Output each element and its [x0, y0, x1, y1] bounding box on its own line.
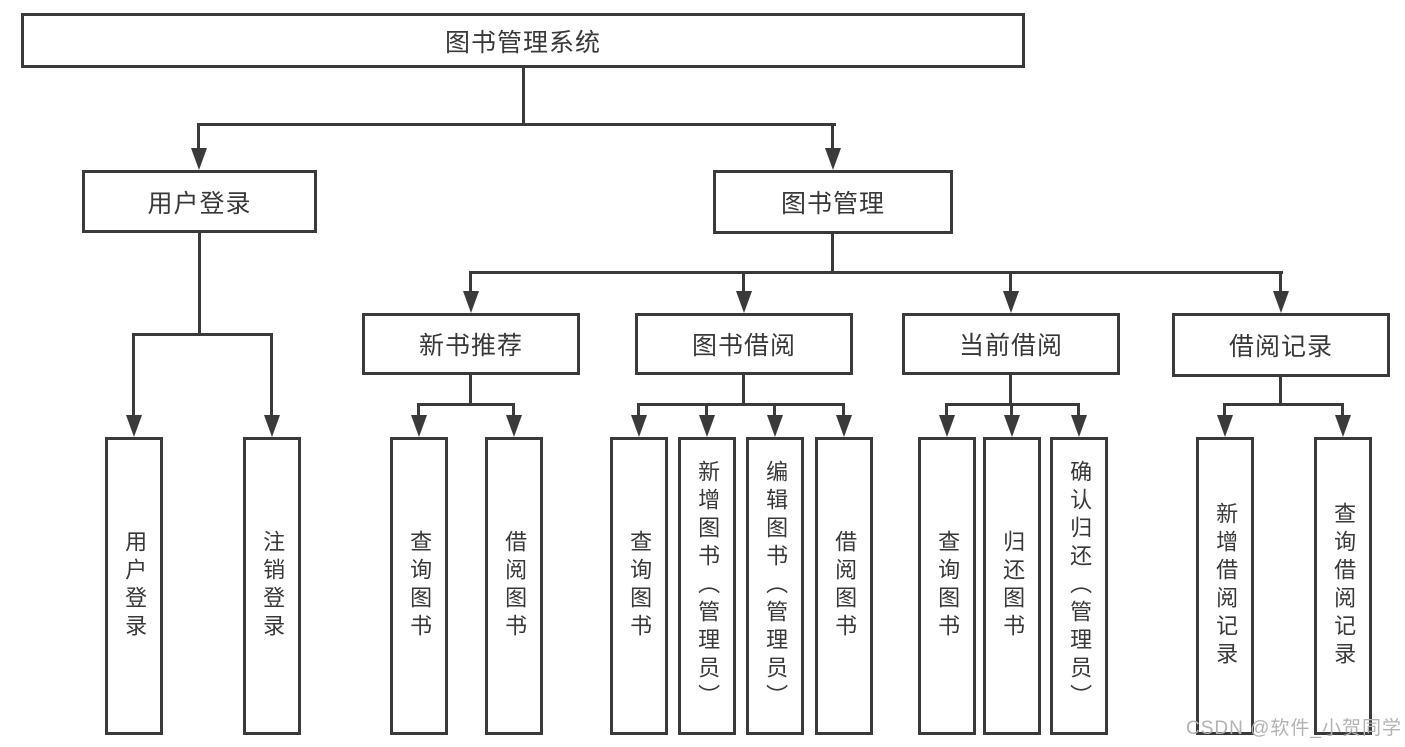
connector-userlogin-rail — [132, 333, 273, 336]
connector-borrow-trunk — [742, 375, 745, 406]
connector-userlogin-trunk — [198, 233, 201, 336]
arrow-down-icon — [506, 415, 522, 437]
node-user-login-label: 用户登录 — [147, 189, 252, 218]
connector-recommend-trunk — [469, 375, 472, 406]
node-borrow-records-label: 借阅记录 — [1228, 333, 1333, 361]
arrow-down-icon — [1004, 415, 1020, 437]
connector-bookmgmt-drop-2 — [742, 271, 745, 293]
connector-userlogin-drop-1 — [132, 333, 135, 417]
arrow-down-icon — [767, 415, 783, 437]
leaf-logout: 注销登录 — [243, 437, 301, 735]
connector-recommend-drop-1 — [417, 403, 420, 417]
leaf-records-add-record-label: 新增借阅记录 — [1213, 502, 1239, 670]
connector-root-rail — [197, 123, 836, 126]
connector-bookmgmt-rail — [469, 271, 1283, 274]
arrow-down-icon — [411, 415, 427, 437]
node-new-book-recommend-label: 新书推荐 — [418, 332, 523, 360]
leaf-recommend-borrow-books: 借阅图书 — [485, 437, 543, 735]
leaf-current-query-books: 查询图书 — [918, 437, 976, 735]
arrow-down-icon — [736, 291, 752, 313]
leaf-borrow-query-books: 查询图书 — [610, 437, 668, 735]
arrow-down-icon — [264, 415, 280, 437]
connector-root-trunk — [522, 68, 525, 126]
node-user-login: 用户登录 — [82, 170, 317, 233]
node-book-borrow-label: 图书借阅 — [691, 332, 796, 360]
leaf-records-query-record: 查询借阅记录 — [1314, 437, 1372, 735]
leaf-borrow-query-books-label: 查询图书 — [627, 530, 653, 642]
leaf-user-login: 用户登录 — [105, 437, 163, 735]
leaf-current-query-books-label: 查询图书 — [935, 530, 961, 642]
node-book-management-label: 图书管理 — [780, 190, 885, 218]
arrow-down-icon — [126, 415, 142, 437]
connector-userlogin-drop-2 — [270, 333, 273, 417]
leaf-recommend-query-books-label: 查询图书 — [407, 530, 433, 642]
connector-root-drop-left — [197, 123, 200, 150]
connector-borrow-drop-1 — [637, 403, 640, 417]
node-new-book-recommend: 新书推荐 — [362, 313, 580, 375]
node-library-system-label: 图书管理系统 — [444, 28, 601, 57]
arrow-down-icon — [836, 415, 852, 437]
connector-current-drop-3 — [1077, 403, 1080, 417]
connector-records-drop-1 — [1223, 403, 1226, 417]
connector-bookmgmt-drop-1 — [469, 271, 472, 293]
arrow-down-icon — [939, 415, 955, 437]
connector-current-drop-1 — [945, 403, 948, 417]
leaf-current-confirm-return-admin: 确认归还（管理员） — [1050, 437, 1108, 735]
node-current-borrow-label: 当前借阅 — [958, 332, 1063, 360]
connector-borrow-rail — [637, 403, 845, 406]
connector-recommend-drop-2 — [512, 403, 515, 417]
connector-borrow-drop-2 — [705, 403, 708, 417]
arrow-down-icon — [1003, 291, 1019, 313]
node-borrow-records: 借阅记录 — [1172, 313, 1390, 377]
leaf-recommend-borrow-books-label: 借阅图书 — [502, 530, 528, 642]
leaf-records-query-record-label: 查询借阅记录 — [1331, 502, 1357, 670]
connector-bookmgmt-trunk — [831, 234, 834, 274]
leaf-user-login-label: 用户登录 — [122, 530, 148, 642]
arrow-down-icon — [463, 291, 479, 313]
connector-bookmgmt-drop-3 — [1009, 271, 1012, 293]
node-book-borrow: 图书借阅 — [635, 313, 853, 375]
arrow-down-icon — [1071, 415, 1087, 437]
leaf-current-return-books: 归还图书 — [983, 437, 1041, 735]
connector-borrow-drop-4 — [842, 403, 845, 417]
connector-records-drop-2 — [1341, 403, 1344, 417]
leaf-borrow-borrow-books-label: 借阅图书 — [832, 530, 858, 642]
arrow-down-icon — [1273, 291, 1289, 313]
arrow-down-icon — [191, 148, 207, 170]
connector-current-trunk — [1009, 375, 1012, 406]
connector-root-drop-right — [831, 123, 834, 150]
leaf-borrow-edit-books-admin: 编辑图书（管理员） — [746, 437, 804, 735]
connector-recommend-rail — [417, 403, 515, 406]
leaf-borrow-borrow-books: 借阅图书 — [815, 437, 873, 735]
leaf-recommend-query-books: 查询图书 — [390, 437, 448, 735]
watermark: CSDN @软件_小贺同学 — [1186, 718, 1402, 739]
leaf-logout-label: 注销登录 — [260, 530, 286, 642]
arrow-down-icon — [1217, 415, 1233, 437]
leaf-borrow-edit-books-admin-label: 编辑图书（管理员） — [763, 460, 789, 712]
leaf-borrow-add-books-admin: 新增图书（管理员） — [678, 437, 736, 735]
arrow-down-icon — [699, 415, 715, 437]
connector-records-rail — [1223, 403, 1344, 406]
leaf-borrow-add-books-admin-label: 新增图书（管理员） — [695, 460, 721, 712]
leaf-current-return-books-label: 归还图书 — [1000, 530, 1026, 642]
arrow-down-icon — [825, 148, 841, 170]
connector-borrow-drop-3 — [773, 403, 776, 417]
leaf-records-add-record: 新增借阅记录 — [1196, 437, 1254, 735]
connector-bookmgmt-drop-4 — [1279, 271, 1282, 293]
node-library-system: 图书管理系统 — [21, 13, 1025, 68]
arrow-down-icon — [631, 415, 647, 437]
leaf-current-confirm-return-admin-label: 确认归还（管理员） — [1067, 460, 1093, 712]
connector-current-drop-2 — [1010, 403, 1013, 417]
arrow-down-icon — [1335, 415, 1351, 437]
node-book-management: 图书管理 — [713, 170, 953, 234]
connector-records-trunk — [1279, 377, 1282, 406]
node-current-borrow: 当前借阅 — [902, 313, 1120, 375]
